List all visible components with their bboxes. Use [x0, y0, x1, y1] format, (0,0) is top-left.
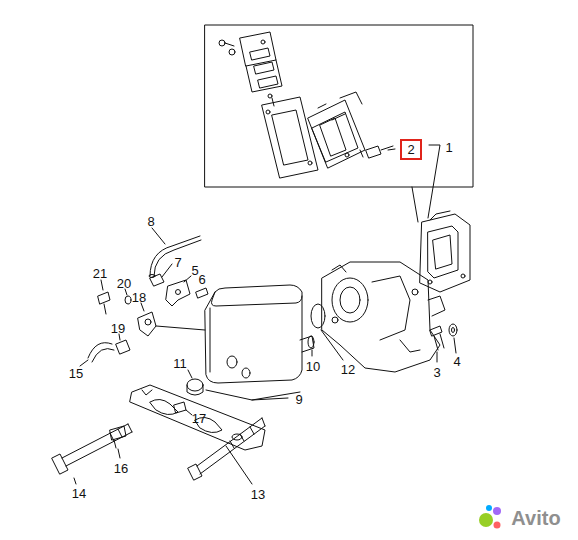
callout-number: 8 — [147, 215, 154, 228]
inset-reed-valve — [219, 32, 393, 178]
leader-line — [74, 478, 76, 484]
callout-number: 11 — [173, 357, 187, 370]
callout-number: 15 — [69, 367, 83, 380]
callout-number: 2 — [407, 142, 414, 157]
leader-line — [437, 352, 438, 362]
callout-number: 14 — [72, 487, 86, 500]
leader-line — [184, 276, 191, 282]
callout-number: 3 — [433, 366, 440, 379]
bolt — [98, 292, 110, 314]
leader-line — [141, 303, 144, 311]
callout-number: 19 — [111, 322, 125, 335]
callout-number: 17 — [192, 412, 206, 425]
clip — [116, 340, 130, 354]
bracket-plate — [130, 385, 265, 450]
callout-number: 10 — [306, 360, 320, 373]
callout-number: 12 — [341, 363, 355, 376]
leader-line — [312, 350, 313, 356]
leader-line — [80, 360, 88, 366]
nut — [174, 402, 186, 413]
fitting — [150, 274, 164, 286]
bracket-leader — [206, 390, 300, 400]
callout-number: 20 — [117, 277, 131, 290]
silencer-box — [205, 285, 314, 383]
o-ring — [311, 304, 325, 328]
crankcase — [322, 262, 445, 372]
callout-number: 9 — [295, 393, 302, 406]
watermark-logo — [479, 505, 501, 529]
leader-line — [101, 280, 103, 290]
leader-line — [125, 289, 127, 295]
long-bolt — [188, 418, 265, 480]
callout-number: 18 — [132, 291, 146, 304]
grommet — [187, 379, 203, 391]
leader-line — [118, 449, 120, 458]
callout-number: 7 — [174, 256, 181, 269]
leader-line — [186, 410, 192, 415]
watermark: Avito — [511, 508, 560, 528]
callout-number: 4 — [453, 355, 460, 368]
inset-frame — [205, 25, 473, 187]
callout-number: 5 — [191, 264, 198, 277]
callout-number: 21 — [93, 267, 107, 280]
leader-line — [252, 398, 288, 400]
link-arm — [138, 312, 156, 336]
washer — [125, 296, 131, 304]
callout-number: 6 — [198, 273, 205, 286]
callout-number: 1 — [445, 141, 452, 154]
hose — [150, 236, 200, 276]
hose — [88, 343, 114, 362]
leader-line — [428, 145, 440, 218]
bolt — [430, 324, 457, 350]
callout-number: 13 — [251, 488, 265, 501]
leader-line — [388, 149, 395, 150]
leader-line — [412, 187, 418, 222]
leader-line — [454, 338, 456, 353]
leader-line — [152, 228, 165, 244]
leader-line — [162, 264, 172, 277]
leader-line — [321, 330, 343, 360]
highlighted-callout: 2 — [400, 139, 421, 160]
clip — [110, 426, 126, 448]
leader-line — [226, 446, 252, 484]
leader-line — [119, 334, 120, 340]
long-bolt — [52, 424, 132, 474]
callout-number: 16 — [114, 462, 128, 475]
leader-line — [188, 370, 192, 378]
